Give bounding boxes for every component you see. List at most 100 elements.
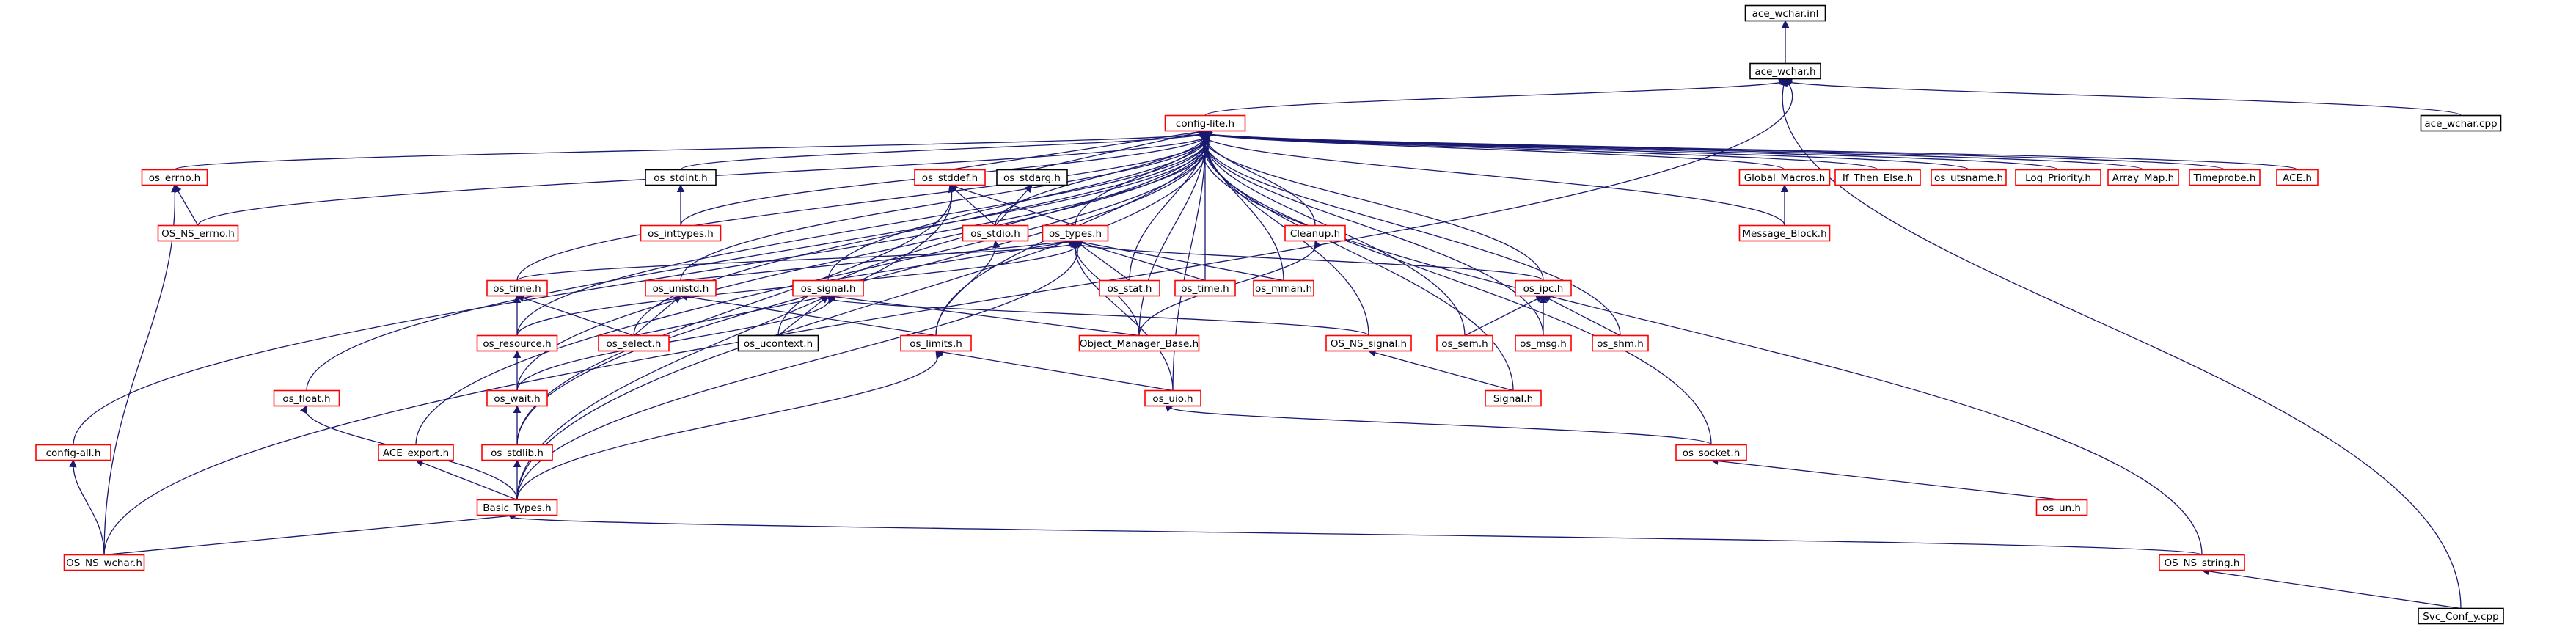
node-os-signal-h[interactable]: os_signal.h bbox=[792, 279, 864, 297]
node-os-errno-h[interactable]: os_errno.h bbox=[141, 169, 208, 186]
node-cleanup-h[interactable]: Cleanup.h bbox=[1284, 224, 1346, 242]
node-ace-wchar-cpp[interactable]: ace_wchar.cpp bbox=[2420, 114, 2502, 132]
node-box bbox=[273, 389, 340, 407]
node-box bbox=[1515, 279, 1572, 297]
edge-line bbox=[995, 185, 1033, 226]
node-basic-types-h[interactable]: Basic_Types.h bbox=[476, 499, 558, 516]
node-os-float-h[interactable]: os_float.h bbox=[273, 389, 340, 407]
node-os-un-h[interactable]: os_un.h bbox=[2035, 499, 2088, 516]
edge-arrowhead bbox=[935, 350, 943, 359]
node-os-ucontext-h[interactable]: os_ucontext.h bbox=[737, 334, 819, 352]
node-if-then-else-h[interactable]: If_Then_Else.h bbox=[1834, 169, 1921, 186]
node-os-inttypes-h[interactable]: os_inttypes.h bbox=[640, 224, 722, 242]
node-box bbox=[2420, 114, 2502, 132]
edge-os-wait-h-to-os-resource-h bbox=[513, 350, 522, 391]
edge-line bbox=[1170, 405, 1712, 446]
edge-line bbox=[1782, 78, 2462, 117]
node-box bbox=[2035, 499, 2088, 516]
node-os-time-h-b[interactable]: os_time.h bbox=[1174, 279, 1236, 297]
node-label: ace_wchar.inl bbox=[1752, 8, 1819, 20]
edge-arrowhead bbox=[1781, 20, 1790, 28]
node-os-wait-h[interactable]: os_wait.h bbox=[486, 389, 548, 407]
edge-arrowhead bbox=[992, 240, 1000, 249]
node-label: os_select.h bbox=[606, 338, 661, 350]
node-config-all-h[interactable]: config-all.h bbox=[35, 444, 111, 461]
edge-line bbox=[1075, 240, 1130, 282]
edge-os-resource-h-to-os-time-h-a bbox=[513, 295, 522, 336]
edge-os-stdio-h-to-os-stdarg-h bbox=[995, 184, 1033, 226]
node-os-ns-string-h[interactable]: OS_NS_string.h bbox=[2159, 554, 2245, 571]
edge-line bbox=[1072, 240, 1544, 282]
node-label: os_stdlib.h bbox=[491, 447, 544, 459]
node-os-ns-signal-h[interactable]: OS_NS_signal.h bbox=[1325, 334, 1412, 352]
node-log-priority-h[interactable]: Log_Priority.h bbox=[2015, 169, 2101, 186]
node-os-ns-wchar-h[interactable]: OS_NS_wchar.h bbox=[63, 554, 145, 571]
edge-line bbox=[1202, 131, 1621, 336]
node-label: os_resource.h bbox=[483, 338, 551, 350]
node-timeprobe-h[interactable]: Timeprobe.h bbox=[2189, 169, 2261, 186]
node-svc-conf-y-cpp[interactable]: Svc_Conf_y.cpp bbox=[2418, 607, 2504, 625]
node-os-types-h[interactable]: os_types.h bbox=[1042, 224, 1109, 242]
node-os-stdint-h[interactable]: os_stdint.h bbox=[645, 169, 717, 186]
edge-line bbox=[827, 240, 1076, 282]
node-label: os_inttypes.h bbox=[648, 228, 714, 240]
node-os-ipc-h[interactable]: os_ipc.h bbox=[1515, 279, 1572, 297]
node-os-stdarg-h[interactable]: os_stdarg.h bbox=[996, 169, 1068, 186]
node-label: os_wait.h bbox=[494, 393, 540, 405]
node-config-lite-h[interactable]: config-lite.h bbox=[1164, 114, 1246, 132]
edge-line bbox=[1202, 130, 1785, 226]
edge-line bbox=[680, 295, 937, 337]
node-box bbox=[1436, 334, 1493, 352]
node-box bbox=[792, 279, 864, 297]
edge-line bbox=[516, 131, 1209, 500]
edge-line bbox=[1203, 131, 1544, 336]
edge-basic-types-h-to-os-stddef-h bbox=[516, 184, 956, 500]
node-box bbox=[645, 279, 717, 297]
node-os-resource-h[interactable]: os_resource.h bbox=[476, 334, 558, 352]
node-object-manager-base-h[interactable]: Object_Manager_Base.h bbox=[1078, 334, 1200, 352]
node-os-time-h-a[interactable]: os_time.h bbox=[486, 279, 548, 297]
node-os-socket-h[interactable]: os_socket.h bbox=[1675, 444, 1747, 461]
node-os-utsname-h[interactable]: os_utsname.h bbox=[1931, 169, 2007, 186]
node-os-select-h[interactable]: os_select.h bbox=[598, 334, 670, 352]
node-os-uio-h[interactable]: os_uio.h bbox=[1144, 389, 1201, 407]
node-label: os_stdio.h bbox=[970, 228, 1020, 240]
node-label: config-all.h bbox=[46, 447, 101, 459]
node-box bbox=[1164, 114, 1246, 132]
node-ace-wchar-inl: ace_wchar.inl bbox=[1744, 4, 1826, 22]
node-array-map-h[interactable]: Array_Map.h bbox=[2107, 169, 2179, 186]
node-box bbox=[1738, 224, 1831, 242]
node-global-macros-h[interactable]: Global_Macros.h bbox=[1738, 169, 1831, 186]
edge-basic-types-h-to-os-limits-h bbox=[516, 350, 943, 500]
node-os-shm-h[interactable]: os_shm.h bbox=[1592, 334, 1649, 352]
node-os-msg-h[interactable]: os_msg.h bbox=[1515, 334, 1572, 352]
node-os-stat-h[interactable]: os_stat.h bbox=[1099, 279, 1160, 297]
node-ace-h[interactable]: ACE.h bbox=[2276, 169, 2319, 186]
node-signal-h[interactable]: Signal.h bbox=[1485, 389, 1542, 407]
node-os-stdlib-h[interactable]: os_stdlib.h bbox=[481, 444, 553, 461]
node-label: os_un.h bbox=[2043, 502, 2081, 514]
node-message-block-h[interactable]: Message_Block.h bbox=[1738, 224, 1831, 242]
node-os-ns-errno-h[interactable]: OS_NS_errno.h bbox=[157, 224, 239, 242]
edge-line bbox=[516, 240, 1078, 282]
node-os-mman-h[interactable]: os_mman.h bbox=[1253, 279, 1314, 297]
edge-line bbox=[777, 295, 829, 337]
node-os-stddef-h[interactable]: os_stddef.h bbox=[914, 169, 986, 186]
node-box bbox=[157, 224, 239, 242]
node-box bbox=[1099, 279, 1160, 297]
node-ace-export-h[interactable]: ACE_export.h bbox=[378, 444, 454, 461]
node-os-stdio-h[interactable]: os_stdio.h bbox=[962, 224, 1029, 242]
node-os-limits-h[interactable]: os_limits.h bbox=[900, 334, 972, 352]
edge-svc-conf-y-cpp-to-ace-wchar-h bbox=[1779, 78, 2462, 609]
node-ace-wchar-h[interactable]: ace_wchar.h bbox=[1749, 62, 1821, 80]
edge-os-wait-h-to-os-signal-h bbox=[516, 295, 835, 391]
node-os-unistd-h[interactable]: os_unistd.h bbox=[645, 279, 717, 297]
node-label: os_sem.h bbox=[1441, 338, 1488, 350]
node-box bbox=[645, 169, 717, 186]
node-label: os_utsname.h bbox=[1934, 172, 2003, 184]
node-box bbox=[476, 499, 558, 516]
node-os-sem-h[interactable]: os_sem.h bbox=[1436, 334, 1493, 352]
node-box bbox=[35, 444, 111, 461]
edge-line bbox=[1203, 131, 1544, 281]
node-box bbox=[737, 334, 819, 352]
